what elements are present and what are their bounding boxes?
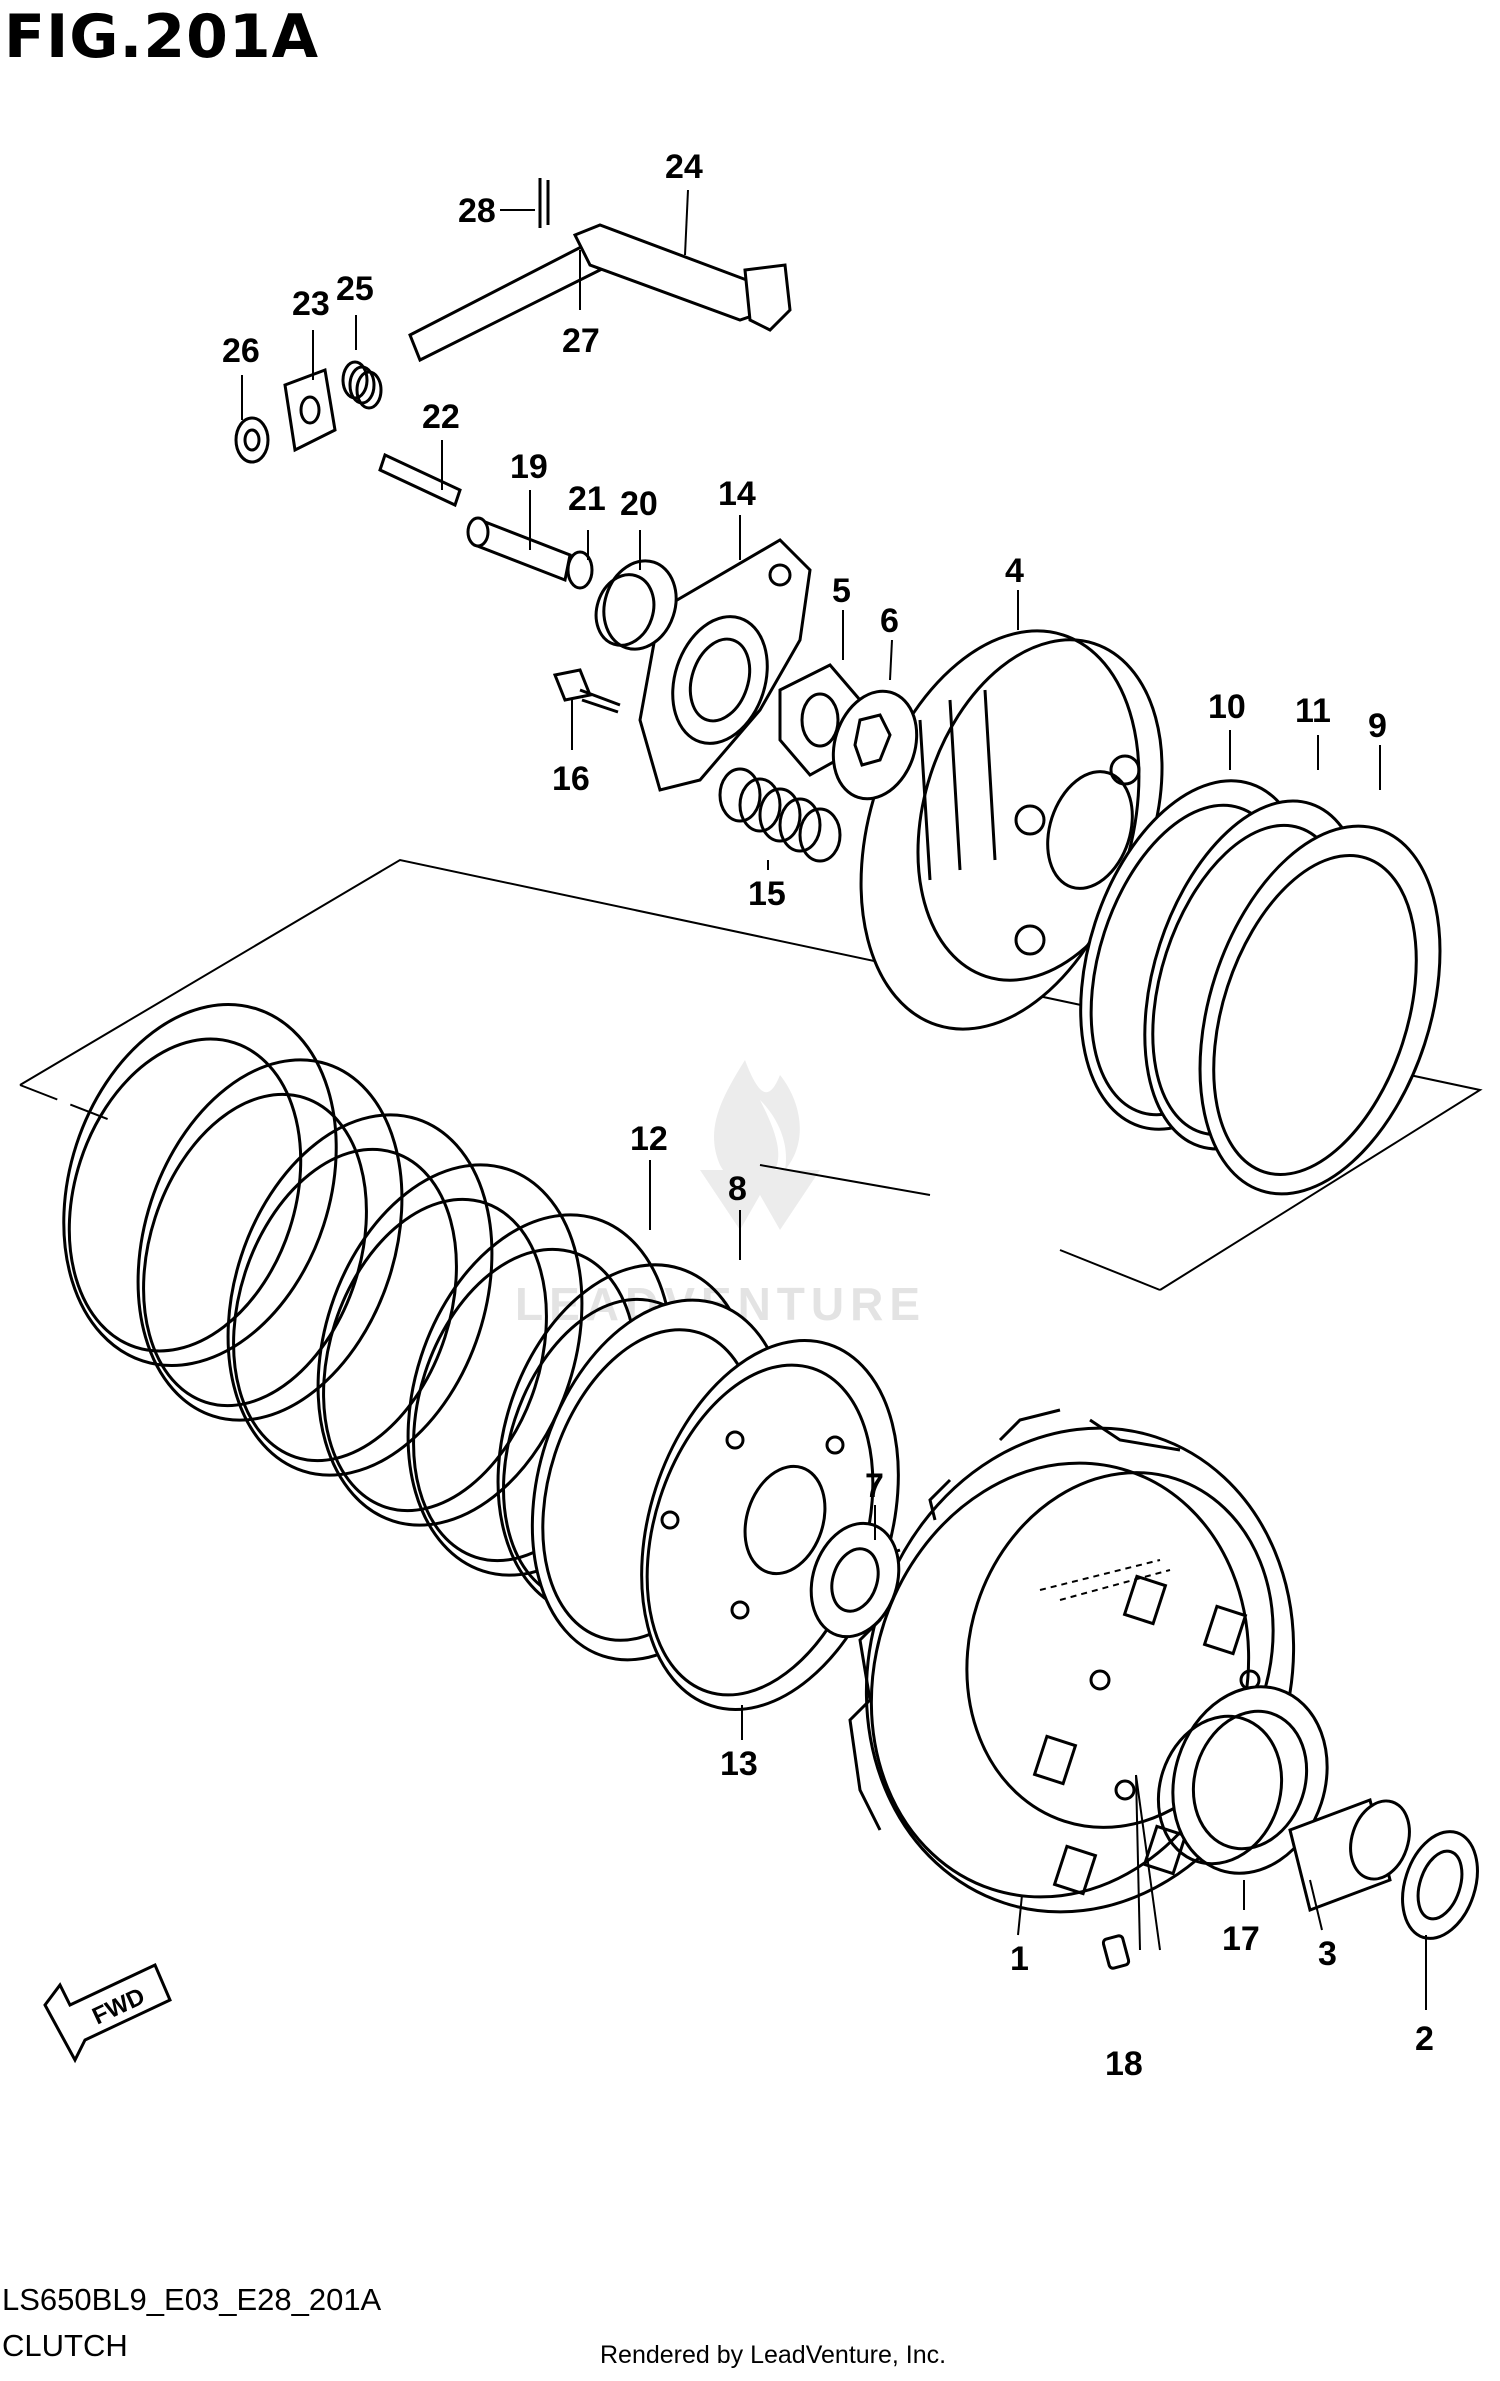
part-24-release-lever bbox=[572, 223, 792, 332]
watermark: LEADVENTURE bbox=[515, 1060, 920, 1330]
render-credit: Rendered by LeadVenture, Inc. bbox=[600, 2341, 947, 2369]
part-16-bolt bbox=[552, 668, 621, 714]
callout-17: 17 bbox=[1222, 1920, 1260, 1958]
part-26-washer bbox=[234, 416, 270, 464]
part-9-friction-plate bbox=[1198, 824, 1442, 1196]
callout-1: 1 bbox=[1010, 1940, 1029, 1978]
callout-labels: 1 2 3 4 5 6 7 8 9 10 11 12 13 14 15 16 1… bbox=[222, 148, 1434, 2083]
part-25-spring bbox=[341, 360, 383, 410]
callout-28: 28 bbox=[458, 192, 496, 230]
fwd-arrow-icon: FWD bbox=[43, 1962, 172, 2064]
part-15-clutch-spring bbox=[718, 767, 842, 863]
callout-22: 22 bbox=[422, 398, 460, 436]
part-19-push-piece bbox=[466, 516, 572, 583]
callout-5: 5 bbox=[832, 572, 851, 610]
callout-25: 25 bbox=[336, 270, 374, 308]
part-7-washer bbox=[809, 1521, 901, 1639]
callout-16: 16 bbox=[552, 760, 590, 798]
callout-6: 6 bbox=[880, 602, 899, 640]
callout-14: 14 bbox=[718, 475, 756, 513]
callout-4: 4 bbox=[1005, 552, 1024, 590]
leader-lines bbox=[241, 189, 1427, 2010]
callout-7: 7 bbox=[865, 1467, 884, 1505]
part-6-lock-washer bbox=[831, 689, 919, 801]
part-14-release-plate bbox=[638, 538, 812, 792]
part-2-thrust-washer bbox=[1401, 1830, 1479, 1940]
callout-9: 9 bbox=[1368, 707, 1387, 745]
part-22-push-rod bbox=[378, 452, 462, 508]
callout-2: 2 bbox=[1415, 2020, 1434, 2058]
model-code: LS650BL9_E03_E28_201A bbox=[2, 2282, 382, 2317]
flame-logo-icon bbox=[700, 1060, 820, 1230]
callout-12: 12 bbox=[630, 1120, 668, 1158]
callout-15: 15 bbox=[748, 875, 786, 913]
callout-27: 27 bbox=[562, 322, 600, 360]
callout-3: 3 bbox=[1318, 1935, 1337, 1973]
callout-19: 19 bbox=[510, 448, 548, 486]
figure-title: FIG.201A bbox=[4, 2, 320, 72]
callout-21: 21 bbox=[568, 480, 606, 518]
callout-26: 26 bbox=[222, 332, 260, 370]
callout-13: 13 bbox=[720, 1745, 758, 1783]
part-3-spacer bbox=[1288, 1798, 1411, 1912]
part-20-bearing bbox=[594, 559, 678, 651]
callout-23: 23 bbox=[292, 285, 330, 323]
callout-11: 11 bbox=[1295, 692, 1331, 730]
part-28-cotter-pin bbox=[538, 178, 550, 228]
part-17-primary-gear bbox=[1156, 1685, 1329, 1875]
callout-10: 10 bbox=[1208, 688, 1246, 726]
part-23-plate bbox=[283, 367, 337, 453]
callout-24: 24 bbox=[665, 148, 703, 186]
section-name: CLUTCH bbox=[2, 2328, 128, 2363]
callout-18: 18 bbox=[1105, 2045, 1143, 2083]
callout-20: 20 bbox=[620, 485, 658, 523]
callout-8: 8 bbox=[728, 1170, 747, 1208]
part-18-pin bbox=[1101, 1934, 1131, 1970]
